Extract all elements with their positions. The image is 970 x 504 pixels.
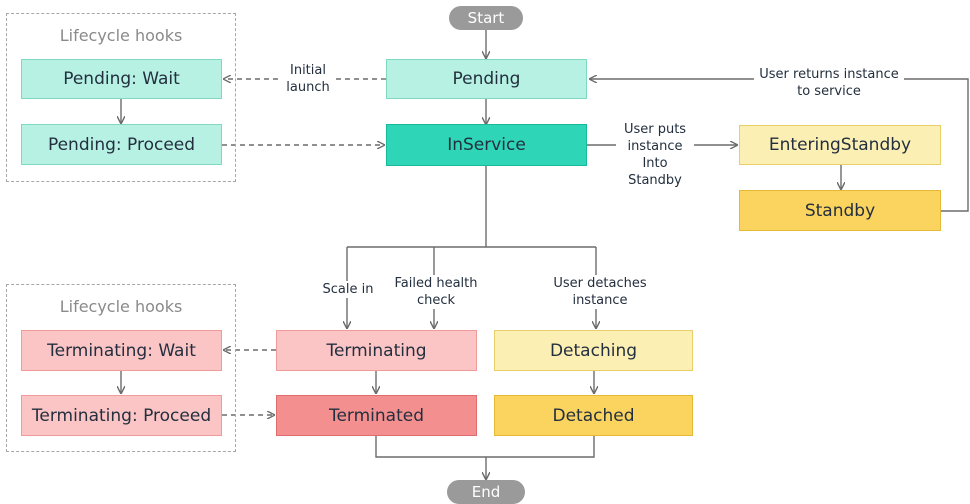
launch-hooks-title: Lifecycle hooks <box>59 26 183 45</box>
label-initial-launch: Initial launch <box>280 62 336 96</box>
state-detaching: Detaching <box>494 330 693 371</box>
state-terminated: Terminated <box>276 395 477 436</box>
state-entering-standby: EnteringStandby <box>739 125 941 165</box>
state-terminating-wait: Terminating: Wait <box>21 330 222 371</box>
state-pending-wait: Pending: Wait <box>21 59 222 99</box>
label-user-detaches: User detaches instance <box>548 275 652 309</box>
terminate-hooks-title: Lifecycle hooks <box>59 297 183 316</box>
state-terminating-proceed: Terminating: Proceed <box>21 395 222 436</box>
state-detached: Detached <box>494 395 693 436</box>
label-user-puts-standby: User puts instance Into Standby <box>616 121 694 189</box>
state-terminating: Terminating <box>276 330 477 371</box>
label-user-returns: User returns instance to service <box>754 66 904 100</box>
start-node: Start <box>449 6 523 30</box>
state-standby: Standby <box>739 190 941 231</box>
state-pending-proceed: Pending: Proceed <box>21 124 222 165</box>
terminate-hooks-group: Lifecycle hooks <box>6 284 236 452</box>
state-inservice: InService <box>386 124 587 166</box>
end-node: End <box>447 480 525 504</box>
label-failed-health-check: Failed health check <box>390 275 482 309</box>
state-pending: Pending <box>386 59 587 99</box>
launch-hooks-group: Lifecycle hooks <box>6 13 236 182</box>
label-scale-in: Scale in <box>318 281 378 298</box>
